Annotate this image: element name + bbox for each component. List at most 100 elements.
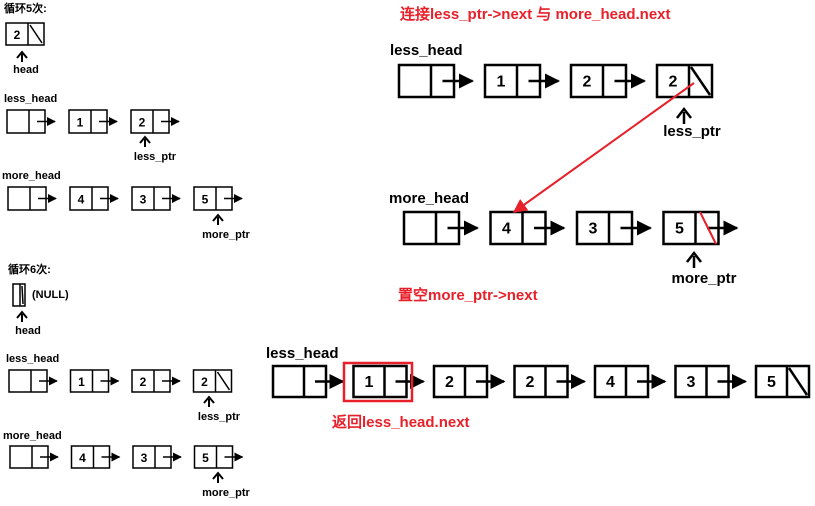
loop6-more-ptr: more_ptr bbox=[202, 471, 251, 499]
list-node: 5 bbox=[193, 186, 243, 211]
head-sentinel-node bbox=[7, 186, 57, 211]
list-node: 2 bbox=[131, 369, 181, 393]
list-node: 4 bbox=[489, 210, 566, 246]
node-value: 1 bbox=[77, 116, 84, 130]
list-node: 2 bbox=[5, 22, 45, 46]
loop5-less-head-label: less_head bbox=[4, 93, 57, 105]
node-box bbox=[192, 369, 233, 393]
loop5-more-list: 4 3 5 bbox=[7, 186, 243, 211]
loop6-less-ptr: less_ptr bbox=[198, 395, 241, 423]
node-box bbox=[5, 22, 45, 46]
node-value: 3 bbox=[589, 221, 598, 238]
node-value: 2 bbox=[669, 74, 678, 91]
node-value: 3 bbox=[140, 193, 147, 207]
connect-arrow bbox=[512, 82, 695, 213]
node-value: 3 bbox=[687, 374, 696, 391]
loop6-less-ptr-label: less_ptr bbox=[198, 411, 241, 423]
node-value: 5 bbox=[767, 374, 776, 391]
right-more-ptr-label: more_ptr bbox=[671, 270, 736, 287]
node-value: 2 bbox=[445, 374, 454, 391]
list-node: 1 bbox=[69, 369, 120, 393]
node-value: 2 bbox=[14, 28, 21, 42]
head-sentinel-node bbox=[402, 210, 479, 246]
node-box bbox=[754, 364, 811, 399]
list-node: 4 bbox=[69, 186, 119, 211]
head-sentinel-node bbox=[397, 63, 474, 99]
loop6-less-list: 1 2 2 bbox=[8, 369, 233, 393]
null-slash-mark bbox=[216, 371, 231, 391]
null-step-title: 置空more_ptr->next bbox=[398, 286, 538, 304]
node-value: 2 bbox=[526, 374, 535, 391]
null-slash bbox=[699, 211, 717, 245]
loop6-more-ptr-label: more_ptr bbox=[202, 487, 250, 499]
head-sentinel-node bbox=[6, 109, 56, 134]
loop6-head-pointer: head bbox=[15, 310, 41, 337]
loop5-more-ptr-label: more_ptr bbox=[202, 229, 250, 241]
loop5-less-ptr-label: less_ptr bbox=[134, 151, 177, 163]
list-node: 5 bbox=[662, 210, 739, 246]
list-node: 2 bbox=[569, 63, 646, 99]
head-sentinel-node bbox=[8, 369, 58, 393]
node-value: 4 bbox=[79, 451, 86, 465]
null-slash-mark bbox=[21, 285, 24, 305]
list-node: 2 bbox=[192, 369, 233, 393]
null-slash-mark bbox=[689, 66, 712, 96]
loop5-head-node: 2 bbox=[5, 22, 45, 46]
node-value: 2 bbox=[583, 74, 592, 91]
node-box bbox=[575, 210, 634, 246]
loop5-less-ptr: less_ptr bbox=[134, 135, 177, 163]
head-sentinel-node bbox=[271, 364, 345, 399]
right-more-head-label: more_head bbox=[389, 190, 469, 207]
list-node: 5 bbox=[754, 364, 811, 399]
list-node: 2 bbox=[130, 109, 180, 134]
loop6-head-node bbox=[12, 283, 26, 307]
list-node: 3 bbox=[131, 186, 181, 211]
return-label: 返回less_head.next bbox=[332, 413, 470, 431]
right-less-head-label: less_head bbox=[390, 42, 463, 59]
null-slash-mark bbox=[787, 367, 809, 396]
loop6-more-head-label: more_head bbox=[3, 430, 62, 442]
right-more-ptr: more_ptr bbox=[671, 250, 737, 287]
list-node: 2 bbox=[432, 364, 506, 399]
right-less-ptr-label: less_ptr bbox=[663, 123, 721, 140]
loop6-label: 循环6次: bbox=[8, 262, 51, 276]
list-node: 3 bbox=[132, 445, 182, 469]
head-sentinel-node bbox=[9, 445, 59, 469]
node-value: 3 bbox=[141, 451, 148, 465]
list-node: 1 bbox=[68, 109, 118, 134]
loop5-more-ptr: more_ptr bbox=[202, 213, 251, 241]
node-value: 5 bbox=[202, 451, 209, 465]
null-slash-mark bbox=[29, 24, 43, 44]
list-node: 4 bbox=[70, 445, 121, 469]
loop6-head-label: head bbox=[15, 325, 41, 337]
node-value: 5 bbox=[675, 221, 684, 238]
node-value: 2 bbox=[140, 375, 147, 389]
list-node: 3 bbox=[674, 364, 747, 399]
result-list: 1 2 2 4 3 5 bbox=[271, 364, 811, 399]
head-sentinel-node bbox=[12, 283, 26, 307]
node-value: 1 bbox=[78, 375, 85, 389]
right-less-list: 1 2 2 bbox=[397, 63, 714, 99]
loop5-head-pointer: head bbox=[13, 50, 39, 76]
list-node: 1 bbox=[483, 63, 560, 99]
node-value: 4 bbox=[78, 193, 85, 207]
list-node: 3 bbox=[575, 210, 652, 246]
node-value: 2 bbox=[201, 375, 208, 389]
loop6-null-label: (NULL) bbox=[32, 289, 69, 301]
list-node: 1 bbox=[352, 364, 425, 399]
list-node: 4 bbox=[593, 364, 667, 399]
node-value: 1 bbox=[497, 74, 506, 91]
loop5-head-label: head bbox=[13, 64, 39, 76]
list-node: 2 bbox=[513, 364, 586, 399]
list-node: 5 bbox=[193, 445, 244, 469]
connect-step-title: 连接less_ptr->next 与 more_head.next bbox=[400, 5, 671, 23]
node-value: 2 bbox=[139, 116, 146, 130]
loop6-more-list: 4 3 5 bbox=[9, 445, 244, 469]
right-less-ptr: less_ptr bbox=[663, 106, 721, 140]
node-box bbox=[655, 63, 714, 99]
node-value: 4 bbox=[502, 221, 511, 238]
loop6-less-head-label: less_head bbox=[6, 353, 59, 365]
loop5-label: 循环5次: bbox=[4, 1, 47, 15]
